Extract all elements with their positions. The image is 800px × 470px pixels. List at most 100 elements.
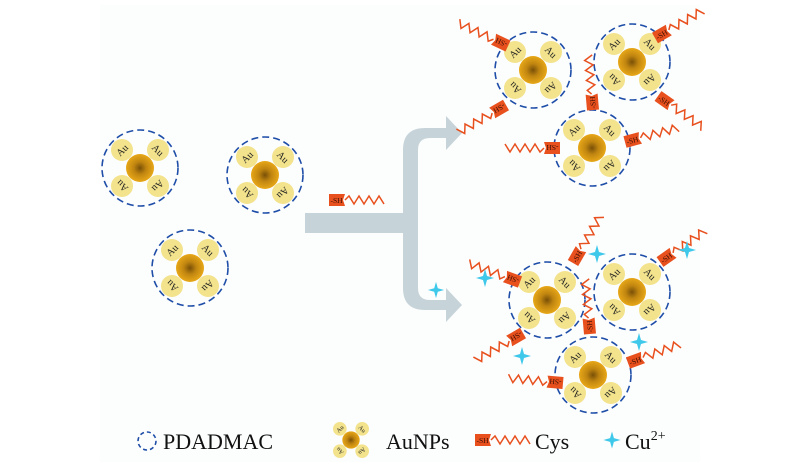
- cys-chain: [468, 259, 506, 280]
- sh-label: -SH: [625, 134, 640, 146]
- cys-molecule: -SH: [654, 91, 703, 131]
- cys-molecule: -SH: [456, 99, 509, 135]
- sh-tag: [567, 246, 587, 266]
- cu-ion-icon: [427, 281, 445, 299]
- au-lobe: Au: [161, 275, 183, 297]
- au-label: Au: [357, 424, 367, 434]
- sh-label: -SH: [585, 319, 595, 332]
- au-lobe: Au: [355, 422, 369, 436]
- sh-label: -SH: [331, 196, 344, 205]
- pdadmac-shell: [101, 129, 179, 207]
- au-lobe-shape: [147, 175, 169, 197]
- sh-tag: [582, 317, 596, 335]
- cu-ion-icon: [476, 269, 494, 287]
- au-lobe: Au: [111, 175, 133, 197]
- pdadmac-shell: [494, 31, 572, 109]
- sh-label: -SH: [508, 329, 523, 343]
- cys-molecule: -SH: [652, 8, 705, 44]
- au-lobe-shape: [603, 299, 625, 321]
- au-lobe-shape: [564, 382, 586, 404]
- sh-label: -SH: [477, 436, 490, 445]
- au-lobe-shape: [111, 175, 133, 197]
- sh-tag: [625, 351, 646, 369]
- au-lobe-shape: [197, 275, 219, 297]
- cys-molecule: -SH: [475, 434, 531, 446]
- gold-core: [579, 361, 607, 389]
- cys-molecule: -SH: [625, 340, 682, 369]
- au-lobe: Au: [355, 444, 369, 458]
- au-lobe: Au: [197, 239, 219, 261]
- sh-tag: [656, 247, 677, 267]
- au-lobe: Au: [600, 382, 622, 404]
- au-lobe-shape: [540, 41, 562, 63]
- cys-chain: [642, 340, 682, 360]
- sh-tag: [654, 91, 675, 111]
- au-lobe-shape: [599, 119, 621, 141]
- gold-core: [578, 134, 606, 162]
- au-lobe: Au: [603, 263, 625, 285]
- au-lobe: Au: [504, 41, 526, 63]
- au-lobe: Au: [599, 155, 621, 177]
- cys-chain: [456, 112, 493, 135]
- cys-molecule: -SH: [329, 194, 385, 206]
- cu-ion-icon: [603, 431, 621, 449]
- au-lobe-shape: [333, 444, 347, 458]
- au-lobe: Au: [639, 263, 661, 285]
- sh-tag: [329, 194, 345, 206]
- au-lobe: Au: [518, 271, 540, 293]
- sh-label: -SH: [491, 101, 506, 115]
- pdadmac-shell: [554, 336, 632, 414]
- sh-tag: [652, 24, 672, 44]
- au-lobe: Au: [639, 69, 661, 91]
- au-lobe-shape: [236, 182, 258, 204]
- sh-tag: [585, 93, 599, 111]
- cys-molecule: -SH: [504, 142, 560, 154]
- sh-label: -SH: [546, 143, 559, 152]
- cys-molecule: -SH: [580, 278, 596, 335]
- cu-ion-icon: [630, 333, 648, 351]
- au-lobe: Au: [603, 33, 625, 55]
- au-lobe-shape: [355, 422, 369, 436]
- pdadmac-shell: [226, 136, 304, 214]
- legend-label-pdadmac: PDADMAC: [163, 429, 273, 454]
- cu-ion-icon: [513, 347, 531, 365]
- sh-tag: [475, 434, 491, 446]
- sh-tag: [506, 327, 526, 347]
- cys-molecule: -SH: [459, 19, 511, 52]
- cys-chain: [490, 434, 531, 446]
- au-lobe-shape: [554, 271, 576, 293]
- gold-core: [519, 56, 547, 84]
- cys-chain: [583, 54, 597, 95]
- au-lobe-shape: [603, 263, 625, 285]
- au-lobe-shape: [504, 41, 526, 63]
- au-lobe: Au: [147, 175, 169, 197]
- cys-molecule: -SH: [567, 216, 604, 266]
- cys-chain: [473, 340, 510, 363]
- cys-molecule: -SH: [623, 123, 680, 148]
- au-lobe: Au: [554, 307, 576, 329]
- au-lobe-shape: [600, 346, 622, 368]
- au-lobe: Au: [600, 346, 622, 368]
- au-lobe: Au: [272, 182, 294, 204]
- cu-ion-icon: [678, 241, 696, 259]
- cys-chain: [668, 8, 705, 31]
- sh-label: -SH: [549, 377, 562, 387]
- au-lobe-shape: [333, 422, 347, 436]
- sh-tag: [502, 270, 523, 288]
- au-lobe: Au: [603, 299, 625, 321]
- sh-label: -SH: [570, 249, 584, 264]
- gold-core: [342, 431, 360, 449]
- au-label: Au: [357, 446, 367, 456]
- au-lobe-shape: [603, 33, 625, 55]
- au-lobe: Au: [236, 182, 258, 204]
- cys-chain: [507, 373, 548, 387]
- pdadmac-shell: [593, 253, 671, 331]
- au-lobe-shape: [639, 299, 661, 321]
- au-lobe: Au: [111, 139, 133, 161]
